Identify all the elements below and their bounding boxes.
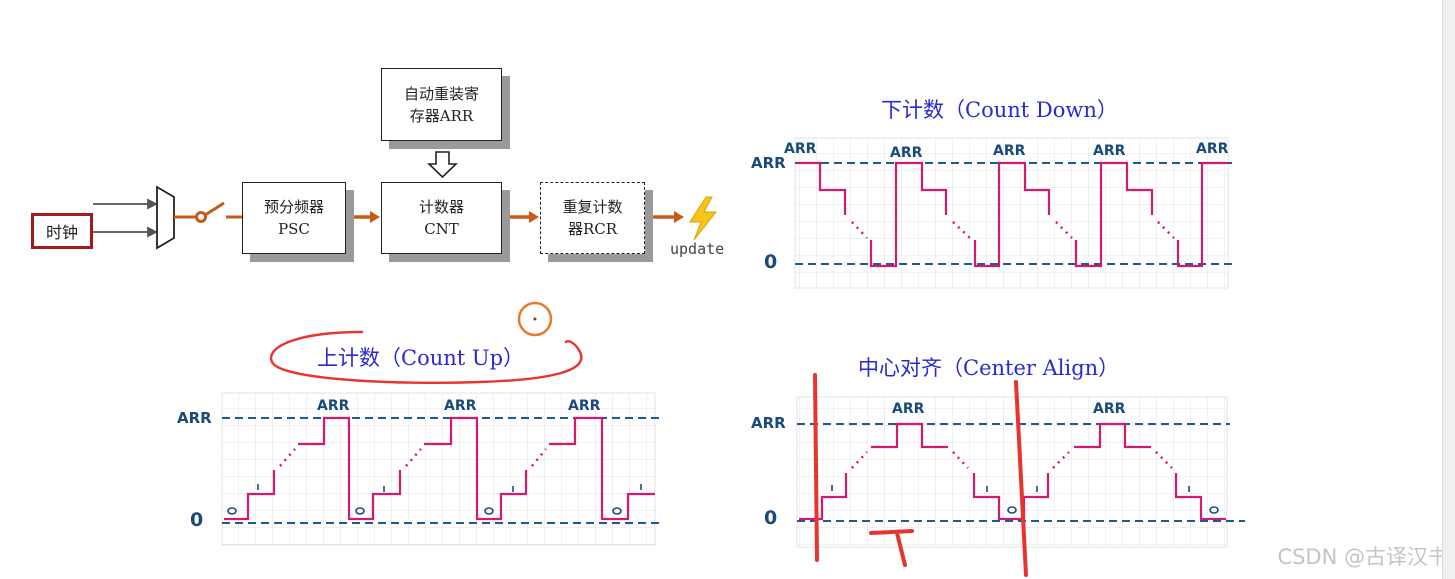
period-T-mark — [869, 529, 914, 567]
zero-axis-label: 0 — [764, 251, 777, 273]
count-level-marks — [227, 484, 642, 515]
center-align-waveform — [799, 422, 1226, 521]
period-top-label: ARR — [568, 398, 601, 414]
arr-axis-label: ARR — [177, 409, 212, 427]
period-top-label: ARR — [892, 401, 925, 417]
repetition-counter-block: 重复计数 器RCR — [540, 182, 645, 254]
period-top-label: ARR — [890, 145, 923, 161]
csdn-watermark: CSDN @古译汉书 — [1277, 545, 1449, 569]
title-highlight-ellipse — [269, 330, 583, 384]
count-level-marks — [831, 485, 1219, 514]
count-up-title: 上计数（Count Up） — [317, 346, 525, 370]
arr-axis-label: ARR — [751, 414, 786, 432]
handwritten-annotations — [269, 301, 1028, 577]
counter-block: 计数器 CNT — [381, 182, 502, 254]
center-align-chart: ARR 0 ARR ARR — [751, 396, 1245, 548]
period-top-label: ARR — [993, 143, 1026, 159]
period-top-label: ARR — [784, 141, 817, 157]
clock-source-block: 时钟 — [31, 213, 93, 249]
count-up-waveform — [224, 416, 655, 521]
count-up-chart: ARR 0 ARR ARR ARR — [177, 392, 659, 546]
reload-arrow — [427, 151, 458, 179]
period-top-label: ARR — [1093, 401, 1126, 417]
update-label: update — [670, 240, 725, 258]
count-down-waveform — [797, 161, 1228, 268]
period-top-label: ARR — [1093, 143, 1126, 159]
period-top-label: ARR — [1196, 141, 1229, 157]
mux-selector — [156, 185, 175, 250]
lightning-icon — [689, 196, 718, 241]
zero-axis-label: 0 — [190, 509, 203, 531]
cursor-highlight — [517, 301, 553, 337]
period-end-marker — [1014, 380, 1028, 577]
zero-axis-label: 0 — [764, 507, 777, 529]
period-top-label: ARR — [317, 398, 350, 414]
arr-axis-label: ARR — [751, 154, 786, 172]
vertical-scrollbar[interactable] — [1442, 0, 1455, 579]
prescaler-block: 预分频器 PSC — [242, 182, 346, 254]
count-down-chart: ARR 0 ARR ARR ARR ARR ARR — [751, 137, 1234, 289]
count-down-title: 下计数（Count Down） — [881, 98, 1118, 122]
mux-input-arrows — [93, 198, 159, 238]
auto-reload-register-block: 自动重装寄 存器ARR — [381, 68, 502, 141]
period-start-marker — [813, 373, 819, 562]
clock-switch — [174, 201, 242, 223]
period-top-label: ARR — [444, 398, 477, 414]
center-align-title: 中心对齐（Center Align） — [858, 356, 1120, 380]
signal-arrows — [347, 211, 684, 223]
